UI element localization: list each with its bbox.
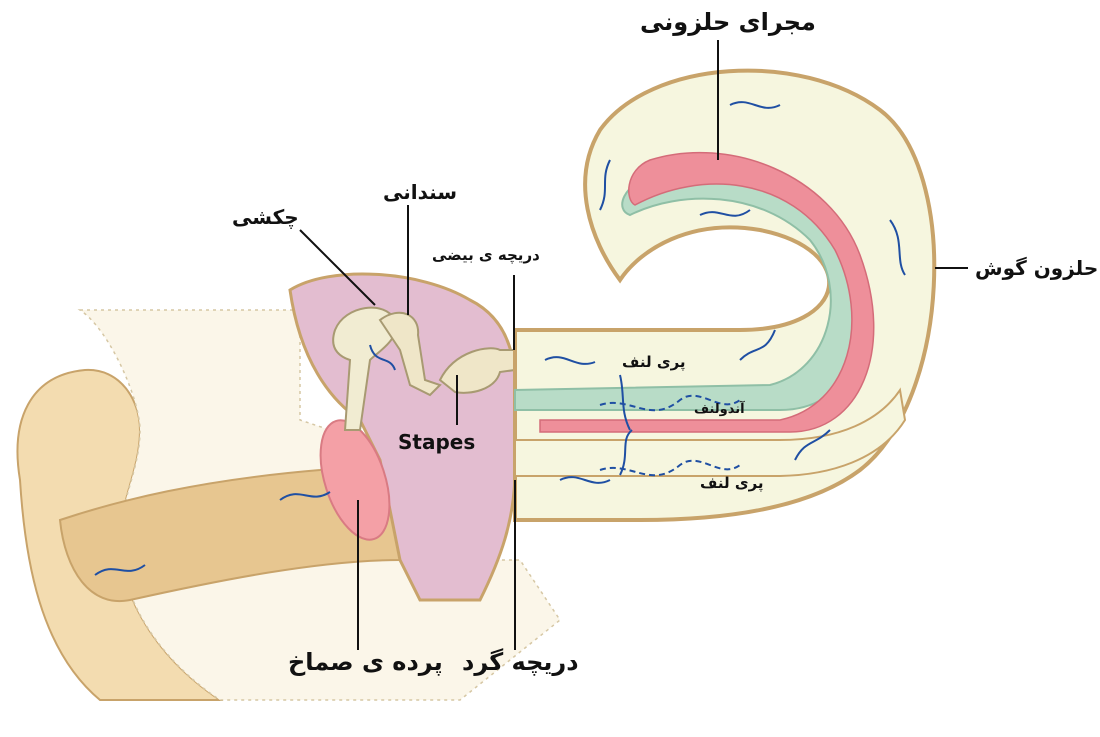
label-cochlea: حلزون گوش bbox=[975, 258, 1098, 278]
label-round-window: دریچه گرد bbox=[462, 650, 579, 674]
label-stapes: Stapes bbox=[398, 432, 475, 452]
label-incus: سندانی bbox=[383, 182, 457, 202]
label-malleus: چکشی bbox=[232, 207, 299, 227]
label-perilymph-upper: پری لنف bbox=[622, 355, 686, 370]
label-tympanic-membrane: پرده ی صماخ bbox=[288, 650, 443, 674]
label-perilymph-lower: پری لنف bbox=[700, 476, 764, 491]
label-endolymph: آندولنف bbox=[694, 403, 745, 416]
label-cochlear-duct: مجرای حلزونی bbox=[640, 10, 816, 34]
label-oval-window: دریچه ی بیضی bbox=[432, 248, 540, 263]
